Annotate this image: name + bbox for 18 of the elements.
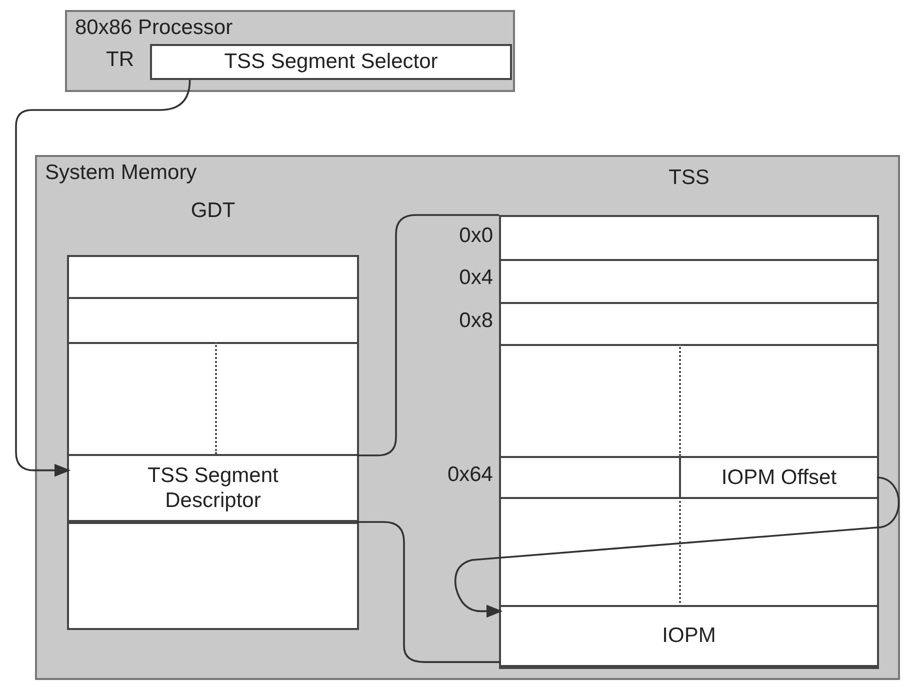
offset-label: 0x64: [447, 463, 493, 488]
offset-label: 0x4: [459, 266, 493, 290]
offset-label: 0x0: [459, 224, 493, 248]
table-heading: TSS: [668, 166, 710, 190]
arrow: [15, 80, 191, 477]
table-row: TSS Segment Descriptor: [69, 454, 357, 522]
arrow: [454, 476, 900, 618]
table-row: IOPM: [501, 605, 877, 667]
table-heading: GDT: [190, 199, 236, 224]
register-label: TR: [106, 48, 134, 72]
panel-box: [65, 10, 515, 92]
panel-box: [35, 155, 900, 680]
connector-line: [357, 214, 499, 456]
connector-line: [357, 521, 501, 663]
table-row: TSS Segment Selector: [150, 44, 512, 80]
panel-title: System Memory: [45, 161, 197, 186]
panel-title: 80x86 Processor: [75, 16, 233, 40]
offset-label: 0x8: [459, 309, 493, 334]
